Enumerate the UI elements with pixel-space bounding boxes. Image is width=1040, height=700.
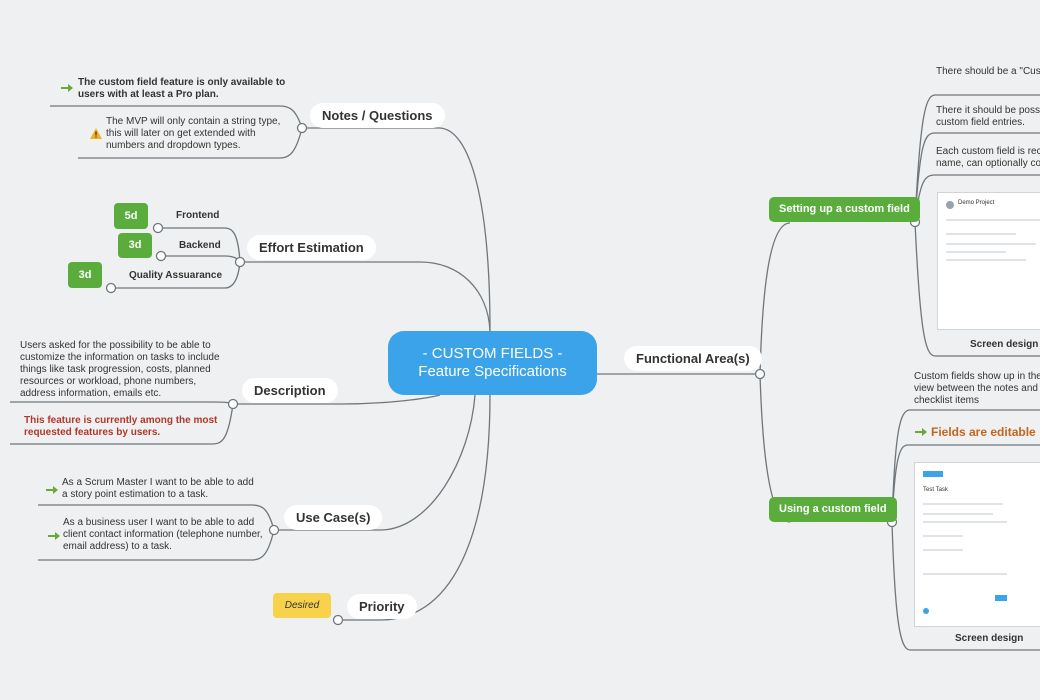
mock-task-title: Test Task [923,487,948,493]
priority-desired-badge: Desired [273,593,331,618]
using-note-1[interactable]: Custom fields show up in the view betwee… [914,371,1040,406]
using-custom-field-topic[interactable]: Using a custom field [769,497,897,522]
using-screen-design-image[interactable]: Test Task [914,462,1040,627]
notes-topic[interactable]: Notes / Questions [310,103,445,128]
mock-project-title: Demo Project [958,200,995,206]
arrow-right-icon [48,532,60,540]
effort-topic[interactable]: Effort Estimation [247,235,376,260]
central-title-line1: - CUSTOM FIELDS - [422,345,563,362]
setup-note-2[interactable]: There it should be poss custom field ent… [936,105,1040,128]
use-cases-topic[interactable]: Use Case(s) [284,505,383,530]
notes-item-mvp[interactable]: The MVP will only contain a string type,… [106,116,281,151]
estimate-backend-badge: 3d [118,233,152,258]
estimate-frontend-badge: 5d [114,203,148,229]
arrow-right-icon [46,486,58,494]
setup-note-1[interactable]: There should be a "Cus within "Manage Pr… [936,66,1040,77]
effort-item-backend[interactable]: Backend [179,240,221,251]
setup-screen-design-label: Screen design [970,339,1039,350]
functional-area-topic[interactable]: Functional Area(s) [624,346,762,371]
setup-note-3[interactable]: Each custom field is rec name, can optio… [936,146,1040,169]
warning-icon [90,128,102,139]
description-topic[interactable]: Description [242,378,338,403]
use-case-scrum-master[interactable]: As a Scrum Master I want to be able to a… [62,477,254,500]
arrow-right-icon [915,428,927,436]
estimate-qa-badge: 3d [68,262,102,288]
description-text[interactable]: Users asked for the possibility to be ab… [20,340,220,399]
setup-custom-field-topic[interactable]: Setting up a custom field [769,197,920,222]
use-case-business-user[interactable]: As a business user I want to be able to … [63,517,263,552]
effort-item-qa[interactable]: Quality Assuarance [129,270,223,281]
setup-screen-design-image[interactable]: Demo Project [937,192,1040,330]
fields-editable-note[interactable]: Fields are editable [931,425,1036,439]
description-highlight[interactable]: This feature is currently among the most… [24,415,218,438]
priority-topic[interactable]: Priority [347,594,417,619]
central-topic[interactable]: - CUSTOM FIELDS - Feature Specifications [388,331,597,395]
central-title-line2: Feature Specifications [418,363,567,380]
notes-item-pro-plan[interactable]: The custom field feature is only availab… [78,77,286,100]
effort-item-frontend[interactable]: Frontend [176,210,220,221]
arrow-right-icon [61,84,73,92]
using-screen-design-label: Screen design [955,633,1024,644]
